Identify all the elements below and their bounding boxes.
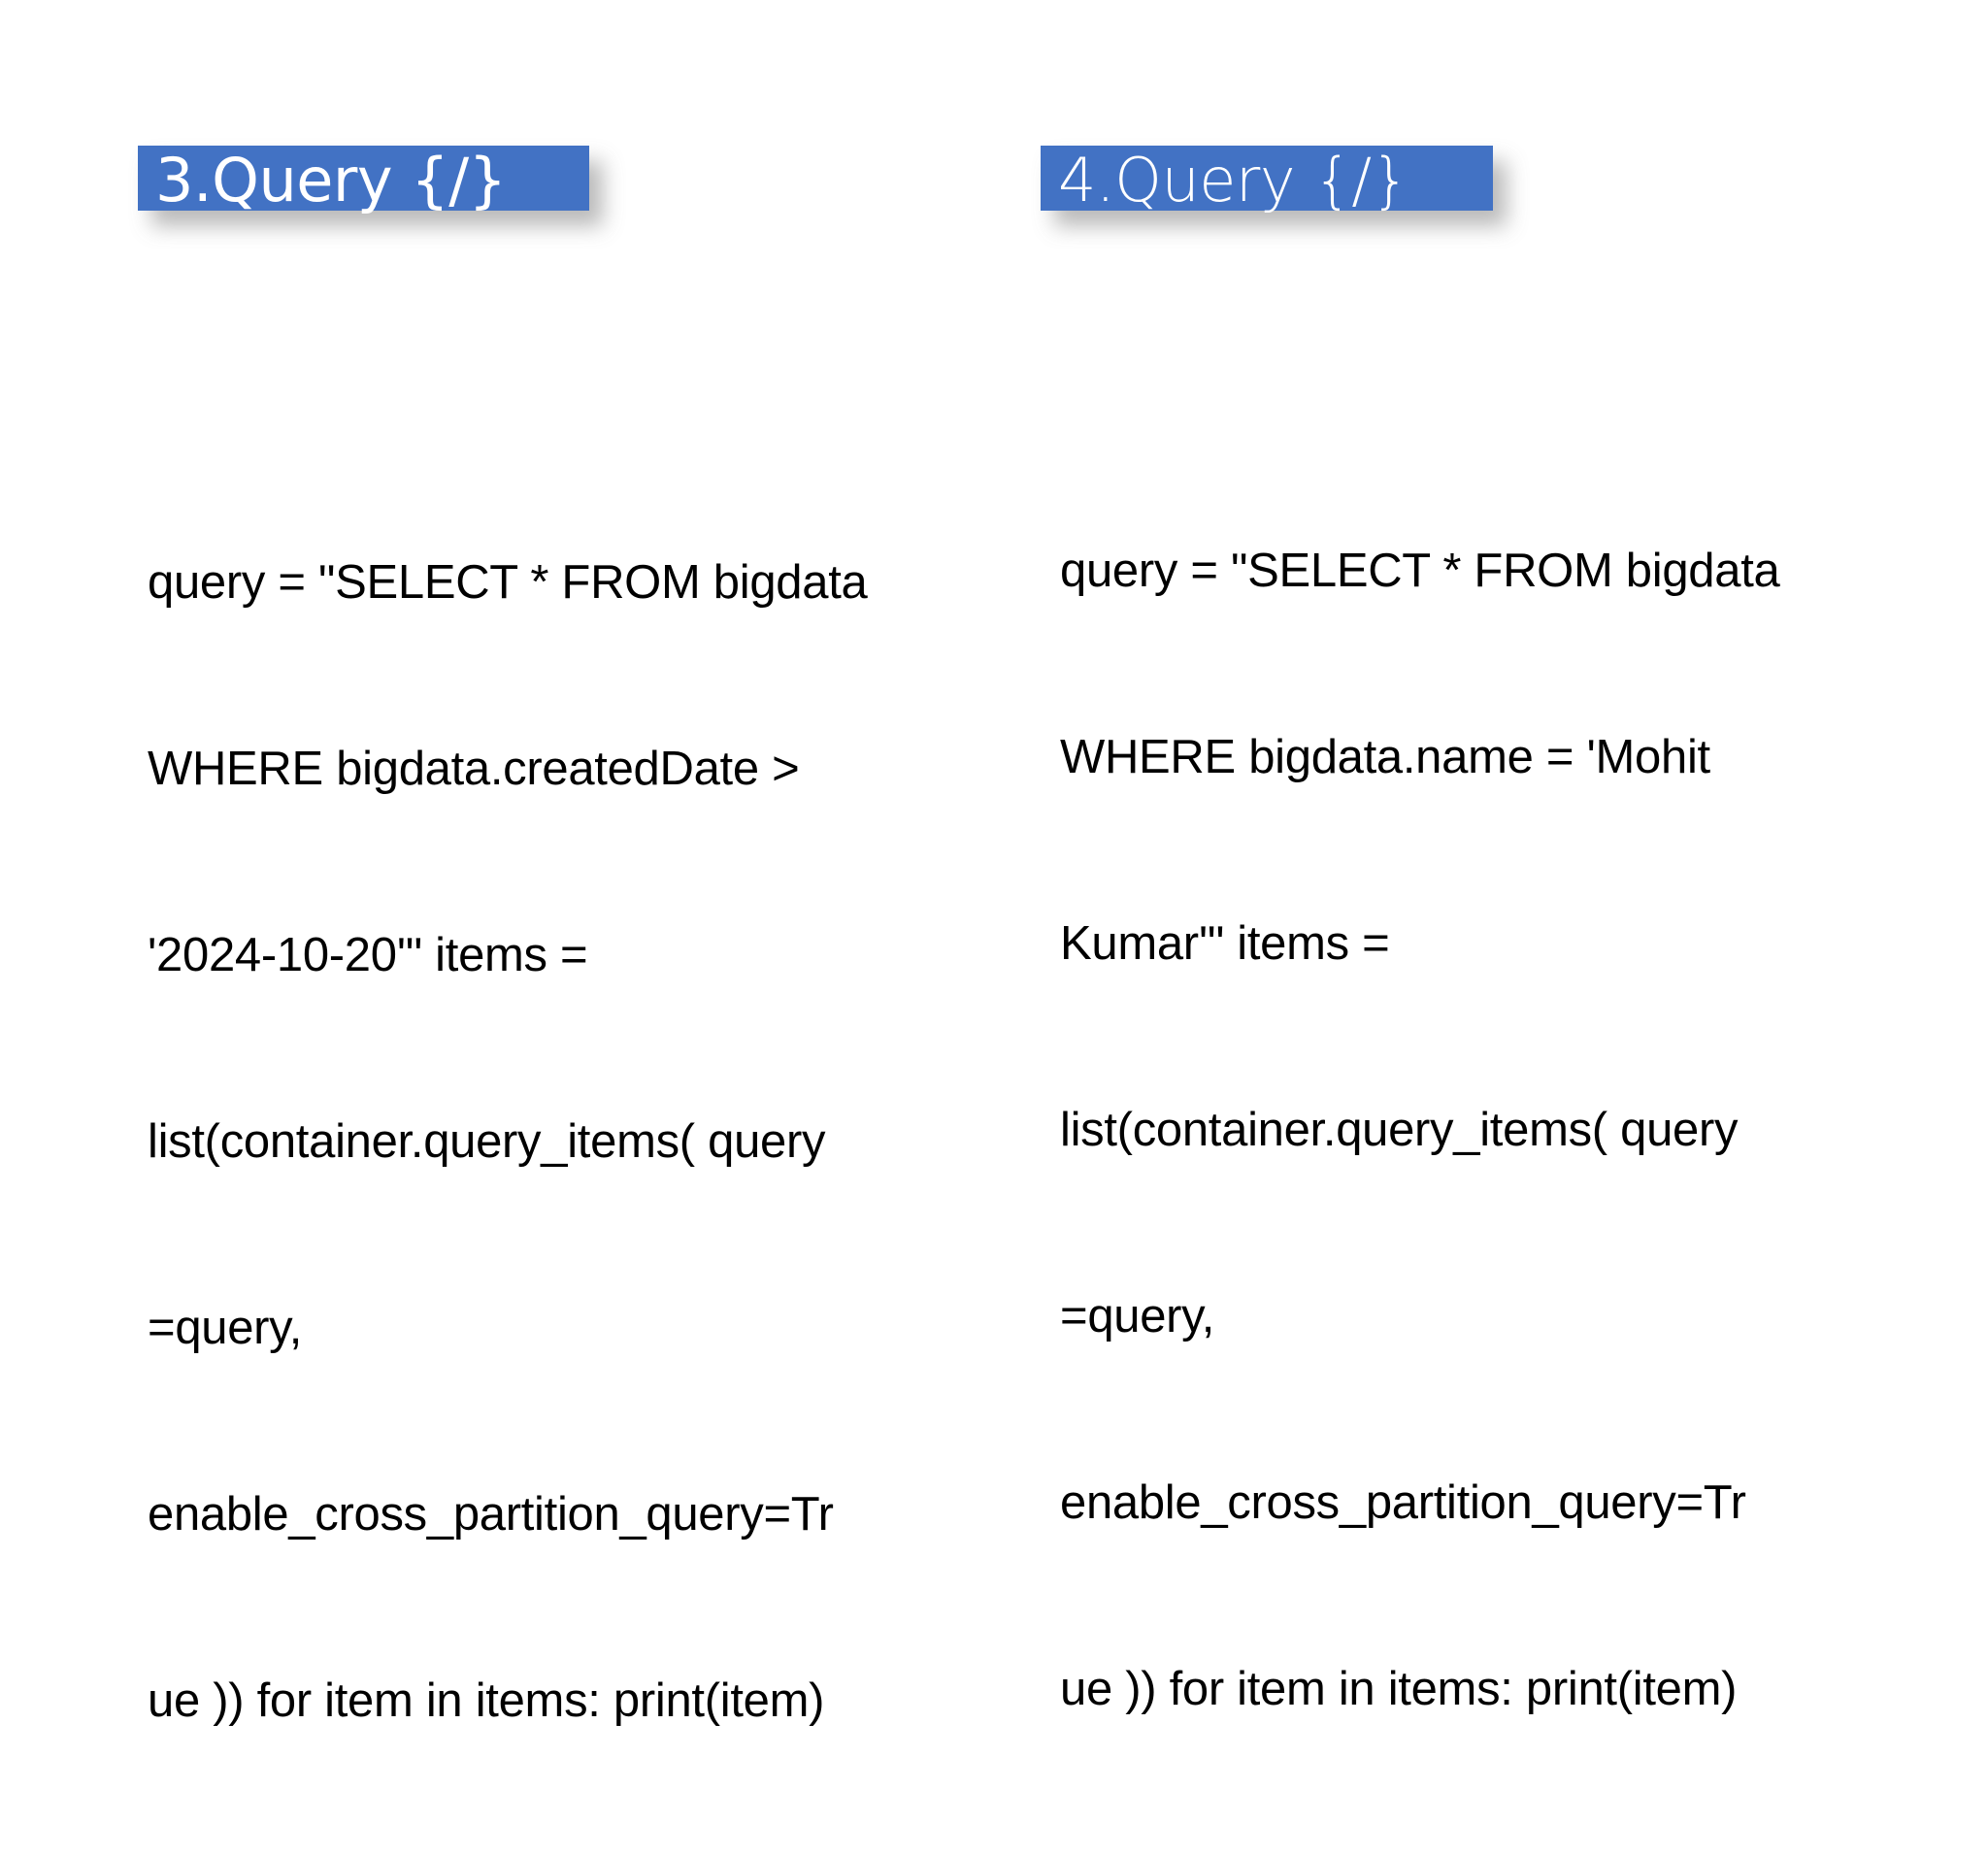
panel-3-title-box: 3.Query {/} [138, 146, 589, 211]
code-line: '2024-10-20'" items = [148, 929, 588, 981]
panel-3-title-label: 3.Query {/} [155, 144, 507, 215]
code-line: list(container.query_items( query [148, 1115, 826, 1168]
code-line: enable_cross_partition_query=Tr [148, 1488, 834, 1541]
code-line: Kumar'" items = [1060, 917, 1390, 970]
code-line: list(container.query_items( query [1060, 1104, 1739, 1156]
panel-4-title-box: 4.Query {/} [1041, 146, 1493, 211]
slide-canvas: 3.Query {/} query = "SELECT * FROM bigda… [138, 146, 1780, 1727]
panel-4-code-block: query = "SELECT * FROM bigdata WHERE big… [1060, 415, 1914, 1844]
code-line: ue )) for item in items: print(item) [148, 1674, 825, 1727]
code-line: enable_cross_partition_query=Tr [1060, 1476, 1746, 1529]
code-line: WHERE bigdata.name = 'Mohit [1060, 731, 1710, 783]
code-line: WHERE bigdata.createdDate > [148, 743, 800, 795]
code-line: =query, [148, 1302, 303, 1354]
code-line: ue )) for item in items: print(item) [1060, 1663, 1738, 1715]
code-line: query = "SELECT * FROM bigdata [1060, 545, 1780, 597]
panel-3-code-block: query = "SELECT * FROM bigdata WHERE big… [148, 427, 1002, 1856]
code-line: =query, [1060, 1290, 1215, 1342]
code-line: query = "SELECT * FROM bigdata [148, 556, 868, 609]
panel-4-title-label: 4.Query {/} [1058, 144, 1409, 215]
